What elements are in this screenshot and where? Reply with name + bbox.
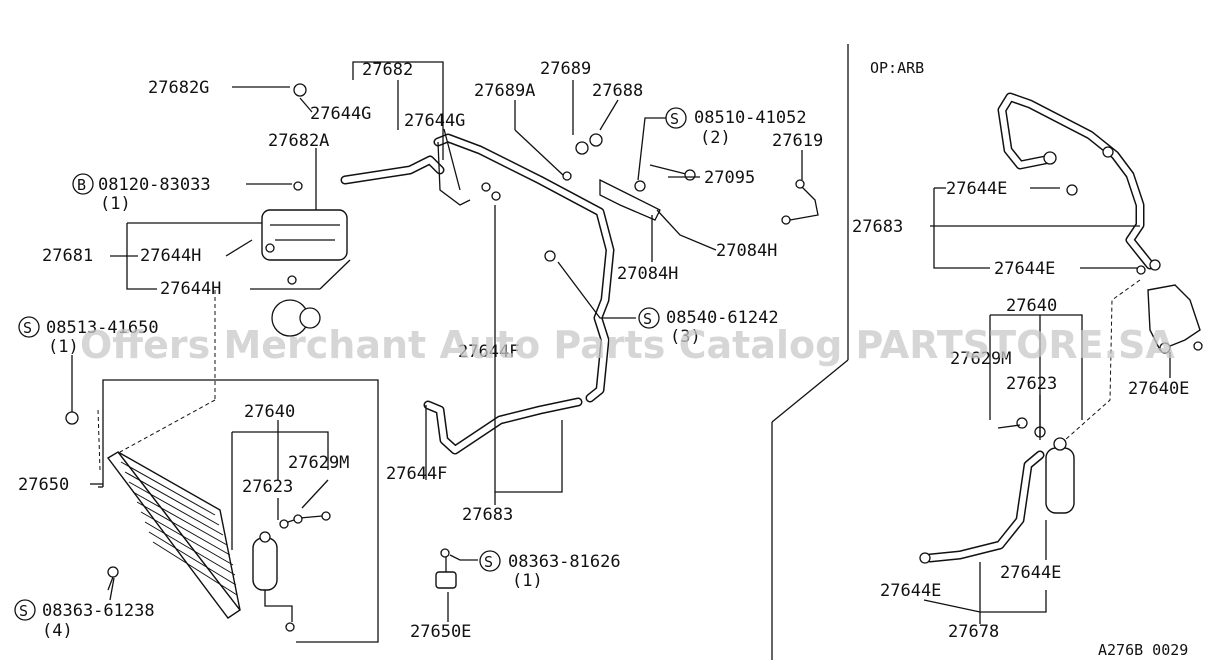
callout-27682G[interactable]: 27682G <box>148 78 209 98</box>
callout-27084H-b[interactable]: 27084H <box>617 264 678 284</box>
callout-27644E-d[interactable]: 27644E <box>880 581 941 601</box>
callout-27644E-a[interactable]: 27644E <box>946 179 1007 199</box>
callout-08120-qty: (1) <box>100 194 131 214</box>
s-prefix-08363-81626: S <box>484 553 493 571</box>
b-prefix-08120: B <box>77 176 86 194</box>
callout-08540-qty: (3) <box>670 327 701 347</box>
callout-27682[interactable]: 27682 <box>362 60 413 80</box>
callout-08363-61238[interactable]: 08363-61238 <box>42 601 155 621</box>
callout-27640E[interactable]: 27640E <box>1128 379 1189 399</box>
s-prefix-08540: S <box>643 310 652 328</box>
callout-27683-a[interactable]: 27683 <box>462 505 513 525</box>
callout-08363-61238-qty: (4) <box>42 621 73 641</box>
callout-27623-a[interactable]: 27623 <box>242 477 293 497</box>
callout-27678[interactable]: 27678 <box>948 622 999 642</box>
s-prefix-08510: S <box>670 110 679 128</box>
callout-08363-81626[interactable]: 08363-81626 <box>508 552 621 572</box>
callout-27644H-b[interactable]: 27644H <box>160 279 221 299</box>
callout-27644F-a[interactable]: 27644F <box>458 342 519 362</box>
footer-code: A276B 0029 <box>1098 641 1188 659</box>
callout-08513-qty: (1) <box>48 337 79 357</box>
callout-27619[interactable]: 27619 <box>772 131 823 151</box>
callout-08120-83033[interactable]: 08120-83033 <box>98 175 211 195</box>
callout-27688[interactable]: 27688 <box>592 81 643 101</box>
callout-27629M-a[interactable]: 27629M <box>288 453 349 473</box>
callout-08540-61242[interactable]: 08540-61242 <box>666 308 779 328</box>
callout-08510-41052[interactable]: 08510-41052 <box>694 108 807 128</box>
callout-27682A[interactable]: 27682A <box>268 131 329 151</box>
s-prefix-08513: S <box>23 319 32 337</box>
callout-27629M-b[interactable]: 27629M <box>950 349 1011 369</box>
callout-27683-b[interactable]: 27683 <box>852 217 903 237</box>
callout-08363-81626-qty: (1) <box>512 571 543 591</box>
callout-27644E-b[interactable]: 27644E <box>994 259 1055 279</box>
refrigerant-pipes-right <box>919 92 1203 564</box>
callout-27640-a[interactable]: 27640 <box>244 402 295 422</box>
callout-27681[interactable]: 27681 <box>42 246 93 266</box>
callout-08510-qty: (2) <box>700 128 731 148</box>
callout-27650E[interactable]: 27650E <box>410 622 471 642</box>
callout-27623-b[interactable]: 27623 <box>1006 374 1057 394</box>
callout-27644F-b[interactable]: 27644F <box>386 464 447 484</box>
section-divider <box>771 44 849 660</box>
callout-27084H-a[interactable]: 27084H <box>716 241 777 261</box>
callout-27644H-a[interactable]: 27644H <box>140 246 201 266</box>
callout-27644G-b[interactable]: 27644G <box>404 111 465 131</box>
callout-labels: 27682G 27682 27644G 27644G 27682A 27689 … <box>18 59 1189 642</box>
refrigerant-pipes-left <box>65 83 819 589</box>
leader-lines <box>90 61 1171 624</box>
condenser-box <box>97 290 379 643</box>
fastener-prefix-marks: B S S S S S <box>14 107 687 621</box>
callout-27689[interactable]: 27689 <box>540 59 591 79</box>
callout-27644G-a[interactable]: 27644G <box>310 104 371 124</box>
callout-27644E-c[interactable]: 27644E <box>1000 563 1061 583</box>
callout-08513-41650[interactable]: 08513-41650 <box>46 318 159 338</box>
callout-27095[interactable]: 27095 <box>704 168 755 188</box>
callout-27689A[interactable]: 27689A <box>474 81 535 101</box>
watermark-text: Offers Merchant Auto Parts Catalog PARTS… <box>80 323 1175 367</box>
section-label: OP:ARB <box>870 59 924 77</box>
s-prefix-08363-61238: S <box>19 602 28 620</box>
callout-27640-b[interactable]: 27640 <box>1006 296 1057 316</box>
callout-27650[interactable]: 27650 <box>18 475 69 495</box>
